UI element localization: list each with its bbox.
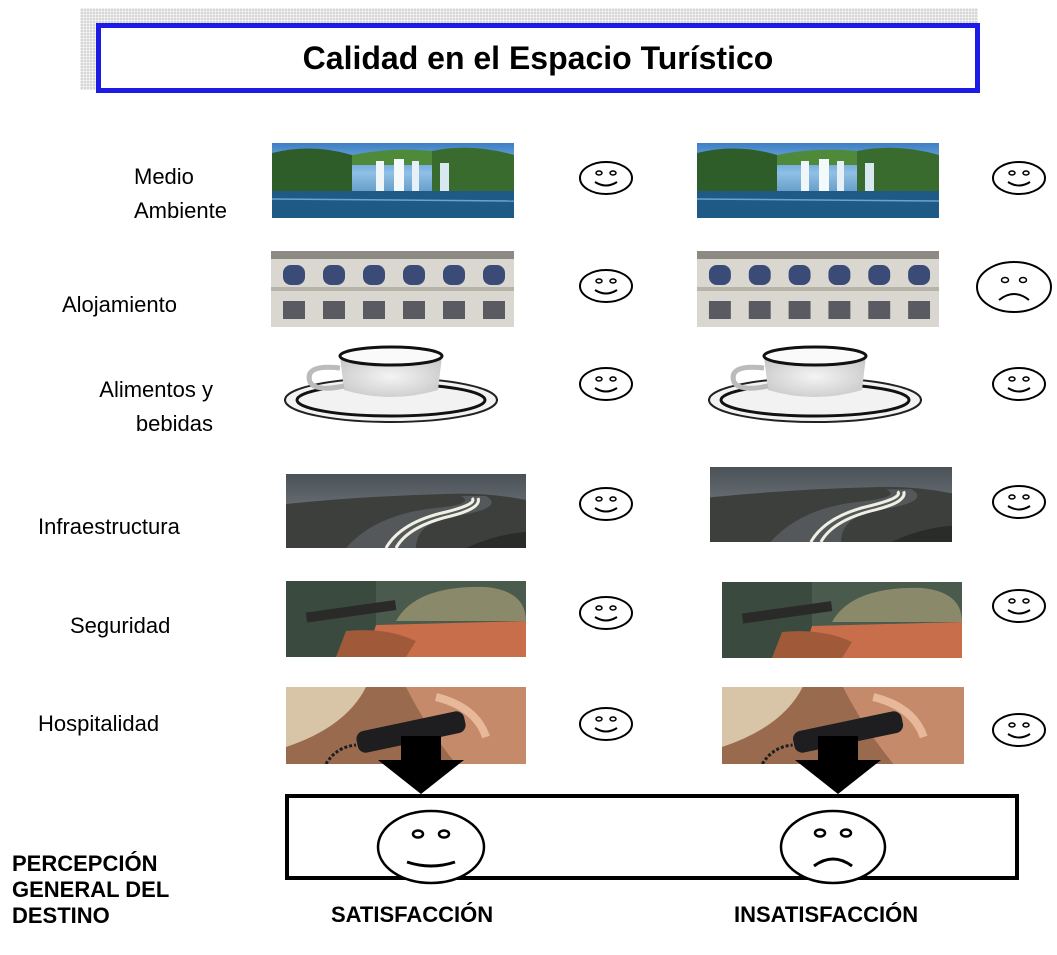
happy-face-icon bbox=[375, 808, 487, 886]
row-label-alimentos: Alimentos y bebidas bbox=[88, 373, 213, 441]
label-line: Alojamiento bbox=[62, 292, 177, 317]
telephone-image bbox=[286, 687, 526, 764]
title-box: Calidad en el Espacio Turístico bbox=[96, 23, 980, 93]
happy-face-icon bbox=[991, 712, 1047, 748]
waterfall-image bbox=[272, 143, 514, 218]
row-label-medio-ambiente: Medio Ambiente bbox=[134, 160, 227, 228]
label-line: Seguridad bbox=[70, 613, 171, 638]
soldier-image bbox=[286, 581, 526, 657]
row-label-seguridad: Seguridad bbox=[70, 609, 170, 643]
teacup-image bbox=[706, 338, 924, 426]
dissatisfaction-label: INSATISFACCIÓN bbox=[734, 902, 919, 927]
label-line: DESTINO bbox=[12, 903, 110, 928]
label-line: Hospitalidad bbox=[38, 711, 160, 736]
label-line: Ambiente bbox=[134, 198, 227, 223]
building-facade-image bbox=[271, 251, 514, 327]
label-line: Medio bbox=[134, 164, 194, 189]
row-label-alojamiento: Alojamiento bbox=[62, 288, 177, 322]
label-line: GENERAL DEL bbox=[12, 877, 170, 902]
sad-face-icon bbox=[778, 808, 888, 886]
happy-face-icon bbox=[578, 486, 634, 522]
sad-face-icon bbox=[975, 260, 1053, 314]
label-line: bebidas bbox=[135, 411, 213, 436]
page-title: Calidad en el Espacio Turístico bbox=[302, 39, 774, 76]
happy-face-icon bbox=[991, 366, 1047, 402]
label-line: Alimentos y bbox=[99, 377, 213, 402]
happy-face-icon bbox=[578, 595, 634, 631]
winding-road-image bbox=[710, 467, 952, 542]
winding-road-image bbox=[286, 474, 526, 548]
happy-face-icon bbox=[578, 706, 634, 742]
happy-face-icon bbox=[578, 268, 634, 304]
waterfall-image bbox=[697, 143, 939, 218]
happy-face-icon bbox=[991, 588, 1047, 624]
label-line: PERCEPCIÓN bbox=[12, 851, 158, 876]
teacup-image bbox=[282, 338, 500, 426]
soldier-image bbox=[722, 582, 962, 658]
row-label-hospitalidad: Hospitalidad bbox=[38, 707, 159, 741]
building-facade-image bbox=[697, 251, 939, 327]
happy-face-icon bbox=[578, 160, 634, 196]
happy-face-icon bbox=[991, 484, 1047, 520]
happy-face-icon bbox=[578, 366, 634, 402]
satisfaction-label: SATISFACCIÓN bbox=[331, 902, 494, 927]
happy-face-icon bbox=[991, 160, 1047, 196]
down-arrow-icon bbox=[795, 736, 881, 794]
down-arrow-icon bbox=[378, 736, 464, 794]
label-line: Infraestructura bbox=[38, 514, 180, 539]
row-label-infraestructura: Infraestructura bbox=[38, 510, 180, 544]
perception-label: PERCEPCIÓN GENERAL DEL DESTINO bbox=[12, 851, 232, 929]
